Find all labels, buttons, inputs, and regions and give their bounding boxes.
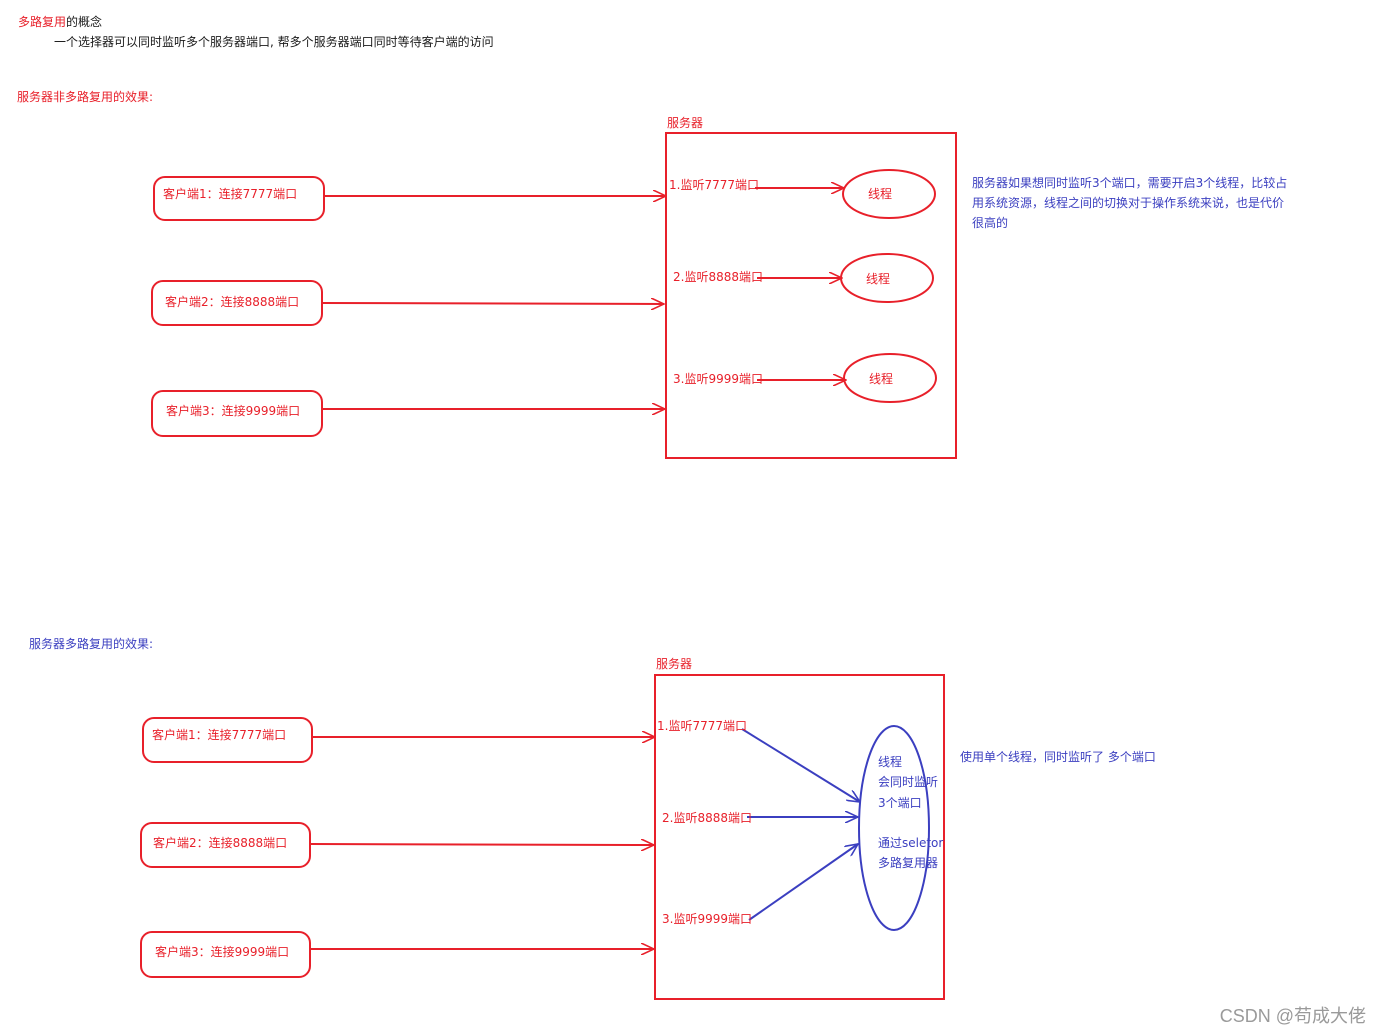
port-arrow-2-1 xyxy=(741,728,860,802)
client-box-1-1 xyxy=(153,176,325,221)
client-box-1-3 xyxy=(151,390,323,437)
section2-note: 使用单个线程，同时监听了 多个端口 xyxy=(960,750,1156,764)
csdn-watermark: CSDN @苟成大佬 xyxy=(1219,1006,1366,1026)
thread-ellipse-1-3 xyxy=(843,353,937,403)
client-box-2-3 xyxy=(140,931,311,978)
section1-port-label-3: 3.监听9999端口 xyxy=(673,372,763,386)
section2-thread-line-1: 线程 xyxy=(878,755,903,769)
client-box-2-1 xyxy=(142,717,313,763)
concept-title: 多路复用的概念 xyxy=(18,15,102,29)
section1-thread-label-3: 线程 xyxy=(869,372,894,386)
section1-heading: 服务器非多路复用的效果: xyxy=(17,90,154,104)
server-box-2 xyxy=(654,674,945,1000)
section1-client-label-1: 客户端1：连接7777端口 xyxy=(163,187,298,201)
section2-client-label-3: 客户端3：连接9999端口 xyxy=(155,945,290,959)
client-box-2-2 xyxy=(140,822,311,868)
section2-server-label: 服务器 xyxy=(656,657,693,671)
concept-description: 一个选择器可以同时监听多个服务器端口, 帮多个服务器端口同时等待客户端的访问 xyxy=(54,35,494,49)
section2-client-label-2: 客户端2：连接8888端口 xyxy=(153,836,288,850)
thread-ellipse-1-2 xyxy=(840,253,934,303)
section2-thread-line-2: 会同时监听 xyxy=(878,775,939,789)
section2-thread-line-4: 通过seletor xyxy=(878,836,944,850)
section1-server-label: 服务器 xyxy=(667,116,704,130)
thread-ellipse-1-1 xyxy=(842,169,936,219)
section2-port-label-1: 1.监听7777端口 xyxy=(657,719,747,733)
section1-thread-label-2: 线程 xyxy=(866,272,891,286)
client-arrow-1-2 xyxy=(322,303,664,304)
section1-port-label-2: 2.监听8888端口 xyxy=(673,270,763,284)
client-box-1-2 xyxy=(151,280,323,326)
section1-client-label-2: 客户端2：连接8888端口 xyxy=(165,295,300,309)
section2-port-label-2: 2.监听8888端口 xyxy=(662,811,752,825)
section2-client-label-1: 客户端1：连接7777端口 xyxy=(152,728,287,742)
section1-thread-label-1: 线程 xyxy=(868,187,893,201)
selector-thread-ellipse xyxy=(858,725,930,931)
client-arrow-2-2 xyxy=(310,844,654,845)
port-arrow-2-3 xyxy=(748,844,858,921)
section2-heading: 服务器多路复用的效果: xyxy=(29,637,154,651)
section2-thread-line-5: 多路复用器 xyxy=(878,856,939,870)
concept-title-rest: 的概念 xyxy=(66,15,103,29)
section1-note: 服务器如果想同时监听3个端口，需要开启3个线程，比较占用系统资源，线程之间的切换… xyxy=(972,176,1288,230)
section2-thread-line-3: 3个端口 xyxy=(878,796,922,810)
section2-port-label-3: 3.监听9999端口 xyxy=(662,912,752,926)
concept-title-highlight: 多路复用 xyxy=(18,15,67,29)
section1-client-label-3: 客户端3：连接9999端口 xyxy=(166,404,301,418)
section1-port-label-1: 1.监听7777端口 xyxy=(669,178,759,192)
server-box-1 xyxy=(665,132,957,459)
